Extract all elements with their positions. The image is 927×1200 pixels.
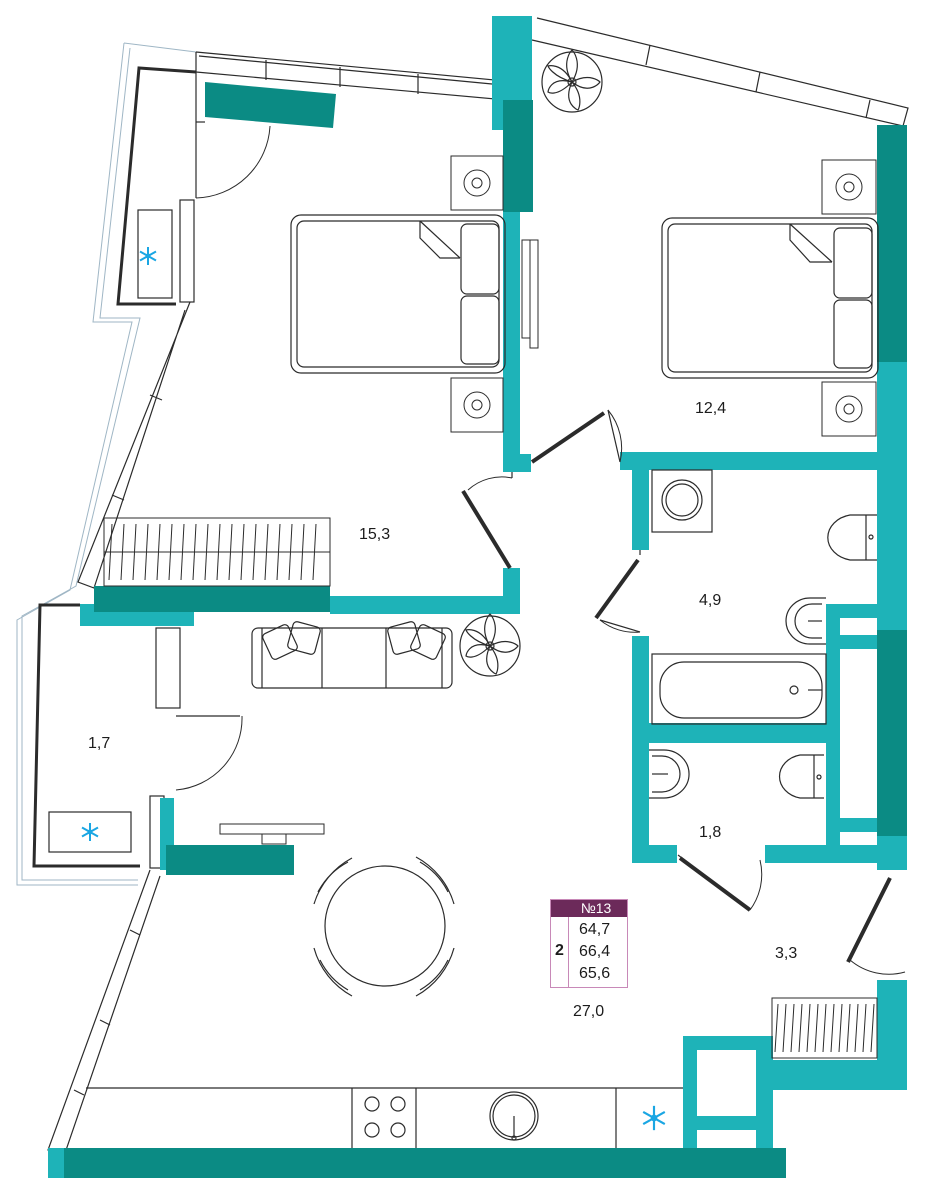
- hanger-line: [814, 1003, 819, 1053]
- sink-icon: [649, 597, 826, 799]
- walls-light: [48, 16, 907, 1178]
- bathtub-icon: [651, 653, 827, 725]
- tv-icon: [219, 239, 539, 845]
- hanger-line: [782, 1003, 787, 1053]
- room-area-balcony: 1,7: [88, 735, 111, 752]
- hanger-line: [180, 523, 185, 581]
- apartment-badge: №13 2 64,7 66,4 65,6: [550, 899, 628, 988]
- hanger-line: [168, 523, 173, 581]
- hanger-line: [870, 1003, 875, 1053]
- badge-divider: [568, 917, 569, 987]
- balcony-outline: [16, 42, 197, 886]
- hanger-line: [300, 523, 305, 581]
- plant-icon: [541, 49, 603, 113]
- plant-icon: [459, 613, 521, 677]
- apartment-number: №13: [551, 900, 627, 917]
- hanger-line: [862, 1003, 867, 1053]
- wardrobe-icon: [103, 517, 331, 587]
- hanger-line: [830, 1003, 835, 1053]
- air-conditioner-icon: [642, 1104, 666, 1132]
- room-area-living: 27,0: [573, 1003, 605, 1020]
- room-area-hall: 3,3: [775, 945, 798, 962]
- hanger-line: [822, 1003, 827, 1053]
- washing-machine-icon: [651, 469, 713, 533]
- bed-icon: [661, 217, 879, 379]
- hanger-line: [264, 523, 269, 581]
- hanger-line: [192, 523, 197, 581]
- wardrobe-icon: [771, 997, 878, 1059]
- sink-icon: [489, 1091, 539, 1141]
- hanger-line: [854, 1003, 859, 1053]
- hanger-line: [144, 523, 149, 581]
- interior-lines: [86, 52, 683, 1148]
- hanger-line: [790, 1003, 795, 1053]
- hanger-line: [204, 523, 209, 581]
- doors: [175, 122, 906, 975]
- hanger-line: [846, 1003, 851, 1053]
- hanger-line: [156, 523, 161, 581]
- room-area-bedroom-large: 15,3: [359, 526, 391, 543]
- hanger-line: [108, 523, 113, 581]
- room-area-bedroom-small: 12,4: [695, 400, 727, 417]
- hanger-line: [120, 523, 125, 581]
- hanger-line: [838, 1003, 843, 1053]
- apartment-area-1: 64,7: [579, 921, 611, 938]
- hanger-line: [774, 1003, 779, 1053]
- hanger-line: [806, 1003, 811, 1053]
- bed-icon: [290, 214, 506, 374]
- walls-dark: [64, 82, 907, 1178]
- hanger-line: [276, 523, 281, 581]
- lamp-icon: [450, 155, 877, 437]
- air-conditioner-icon: [137, 209, 173, 299]
- apartment-rooms: 2: [555, 942, 564, 959]
- hanger-line: [252, 523, 257, 581]
- hanger-line: [240, 523, 245, 581]
- hanger-line: [216, 523, 221, 581]
- apartment-area-3: 65,6: [579, 965, 611, 982]
- balcony-walls: [32, 66, 197, 868]
- toilet-icon: [778, 514, 877, 799]
- stove-icon: [364, 1096, 406, 1138]
- hanger-line: [228, 523, 233, 581]
- hanger-line: [288, 523, 293, 581]
- room-area-bathroom: 4,9: [699, 592, 722, 609]
- hanger-line: [312, 523, 317, 581]
- apartment-area-2: 66,4: [579, 943, 611, 960]
- sofa-icon: [251, 621, 453, 689]
- air-conditioner-icon: [48, 811, 132, 853]
- hanger-line: [132, 523, 137, 581]
- room-area-wc: 1,8: [699, 824, 722, 841]
- dining-table-icon: [313, 856, 455, 997]
- hanger-line: [798, 1003, 803, 1053]
